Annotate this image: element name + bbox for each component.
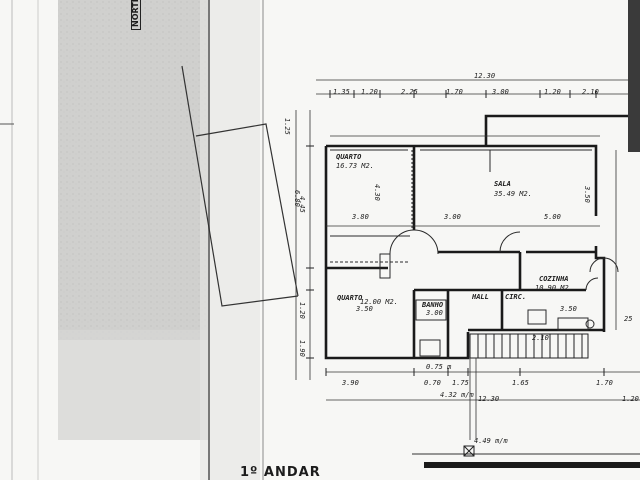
staircase xyxy=(469,333,589,359)
room-label-cozinha: COZINHA xyxy=(539,275,569,283)
dim-bottom-5: 1.70 xyxy=(596,379,613,387)
dim-bottom-total: 12.30 xyxy=(478,395,500,403)
plan-title: 1º ANDAR xyxy=(240,465,321,480)
dim-top-4: 1.70 xyxy=(446,88,463,96)
level-mark-2: 4.32 m/m xyxy=(440,391,474,399)
room-label-quarto-2: QUARTO xyxy=(337,294,363,302)
dimension-ticks xyxy=(306,90,605,376)
dim-deck: 2.10 xyxy=(532,334,549,342)
dim-top-3: 2.25 xyxy=(401,88,418,96)
dim-top-6: 1.20 xyxy=(544,88,561,96)
dim-site-side: 6.80 xyxy=(293,190,301,207)
north-label: NORTE xyxy=(131,0,141,30)
room-area-cozinha: 10.90 M2. xyxy=(535,284,573,292)
room-area-sala: 35.49 M2. xyxy=(494,190,532,198)
dim-coz-width: 3.50 xyxy=(560,305,577,313)
room-label-banho: BANHO xyxy=(422,301,444,309)
dim-top-7: 2.10 xyxy=(582,88,599,96)
dim-quarto-height: 4.30 xyxy=(373,184,381,201)
scale-bar xyxy=(412,445,640,468)
dim-top-5: 3.00 xyxy=(492,88,509,96)
room-label-sala: SALA xyxy=(494,180,511,188)
room-label-quarto: QUARTO xyxy=(336,153,362,161)
dim-right-small: 25 xyxy=(624,315,633,323)
dim-left-4: 1.90 xyxy=(298,340,306,357)
dim-bottom-2: 0.70 xyxy=(424,379,441,387)
dim-top-1: 1.35 xyxy=(333,88,350,96)
dim-sala-width-2: 5.00 xyxy=(544,213,561,221)
room-label-circ: CIRC. xyxy=(505,293,527,301)
dim-quarto2-width: 3.50 xyxy=(356,305,373,313)
dim-bottom-3: 1.75 xyxy=(452,379,469,387)
level-mark-3: 4.49 m/m xyxy=(474,437,508,445)
room-area-quarto-2: 12.00 M2. xyxy=(360,298,398,306)
dim-quarto-width: 3.80 xyxy=(352,213,369,221)
walls xyxy=(324,114,628,360)
interior-details xyxy=(330,149,619,357)
room-area-quarto: 16.73 M2. xyxy=(336,162,374,170)
level-mark-1: 0.75 m xyxy=(426,363,452,371)
scan-edge xyxy=(628,0,640,152)
dim-left-1: 1.25 xyxy=(283,118,291,135)
dim-top-total: 12.30 xyxy=(474,72,496,80)
dim-banho-width: 3.00 xyxy=(426,309,443,317)
dim-sala-width-1: 3.00 xyxy=(444,213,461,221)
dimension-lines xyxy=(295,79,640,440)
room-label-hall: HALL xyxy=(472,293,489,301)
dim-bottom-1: 3.90 xyxy=(342,379,359,387)
site-outline xyxy=(181,65,299,307)
dim-right: 1.20 xyxy=(622,395,639,403)
dim-left-3: 1.20 xyxy=(298,302,306,319)
dim-bottom-4: 1.65 xyxy=(512,379,529,387)
dim-sala-height: 3.50 xyxy=(583,186,591,203)
dim-top-2: 1.20 xyxy=(361,88,378,96)
